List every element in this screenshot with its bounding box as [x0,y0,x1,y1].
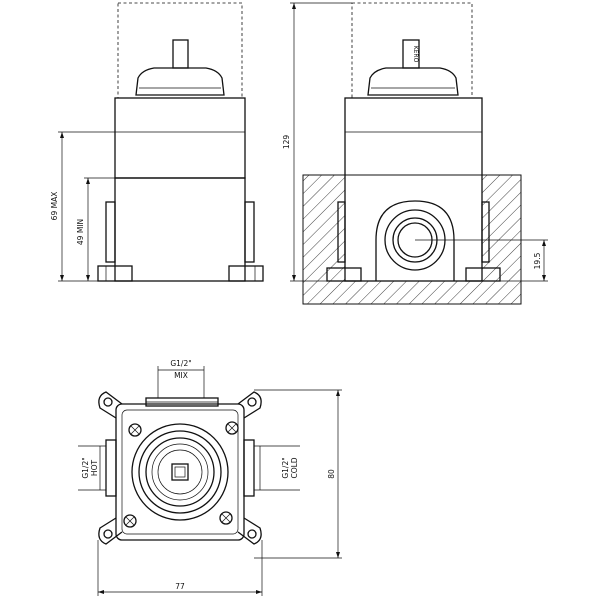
valve-body-lower [114,177,246,282]
left-foot [97,265,133,282]
side-view: 69 MAX 49 MIN [50,2,264,282]
left-foot [326,267,362,282]
ear-hole-bottom-left [103,529,113,539]
ear-top-left [98,391,123,419]
right-foot [465,267,501,282]
cartridge-ring-2 [138,430,222,514]
screw-slot-top-right [227,423,237,433]
ear-top-right [237,391,262,419]
dim-max-label: 69 MAX [50,192,59,221]
outlet-boss [375,200,455,281]
cold-port-name: COLD [290,457,299,478]
screw-top-right [225,421,239,435]
cartridge-envelope [351,2,473,99]
ear-hole-top-right [247,397,257,407]
spindle-square [171,463,189,481]
top-body-inner [121,409,239,535]
front-view: KERO 129 19.5 [282,2,548,305]
cartridge-ring-1 [131,423,229,521]
left-lug [337,201,346,263]
valve-body-upper [114,97,246,179]
cold-port-flange [243,439,255,497]
cartridge-envelope [117,2,243,99]
hot-port-size: G1/2" [81,457,90,478]
mounting-ears [98,391,262,545]
mix-port-size: G1/2" [170,359,191,368]
corner-screws [123,421,239,528]
dim-80-label: 80 [327,469,336,479]
screw-slot-bottom-right [221,513,231,523]
brand-mark: KERO [412,46,419,63]
dim-77-label: 77 [175,582,185,591]
dim-outlet-label: 19.5 [533,252,542,269]
hot-port-flange [105,439,117,497]
hot-port-name: HOT [90,460,99,477]
right-lug [244,201,255,263]
dim-height-label: 129 [282,135,291,150]
spindle [402,39,420,69]
screw-bottom-right [219,511,233,525]
cartridge-ring-4 [151,443,209,501]
top-view: G1/2" MIX G1/2" HOT G1/2" COLD 80 77 [78,359,342,596]
right-foot [228,265,264,282]
spindle-square-inner [174,466,186,478]
dim-min-label: 49 MIN [76,219,85,245]
left-lug [105,201,116,263]
ear-bottom-left [98,517,123,545]
ear-bottom-right [237,517,262,545]
cartridge-ring-5 [157,449,203,495]
cold-port-size: G1/2" [281,457,290,478]
ear-hole-bottom-right [247,529,257,539]
screw-top-left [128,423,142,437]
mix-port-name: MIX [174,371,188,380]
spindle [172,39,189,69]
valve-body [344,97,483,282]
ear-hole-top-left [103,397,113,407]
wall-section-hatch [302,174,522,305]
screw-bottom-left [123,514,137,528]
cartridge-ring-3 [145,437,215,507]
screw-slot-bottom-left [125,516,135,526]
right-lug [481,201,490,263]
cartridge-cap [367,67,459,96]
screw-slot-top-left [130,425,140,435]
cartridge-cap [135,67,225,96]
